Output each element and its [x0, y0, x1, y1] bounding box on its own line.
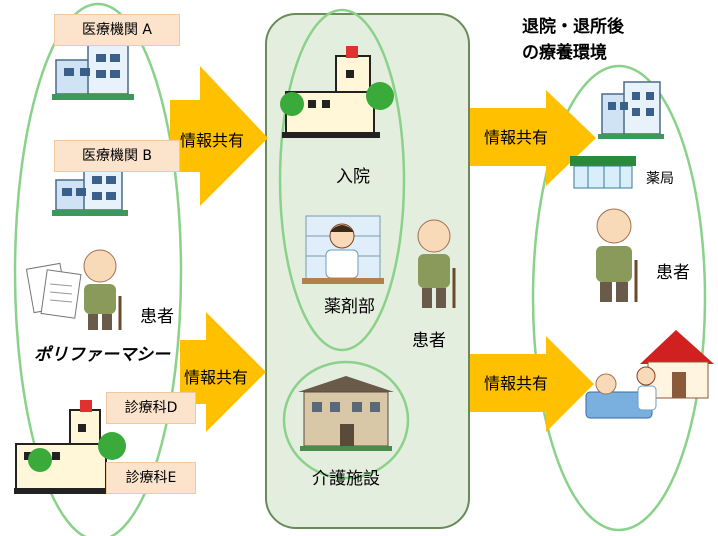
arrow-bottom-left-label: 情報共有 [184, 368, 249, 387]
pharmacy-store-icon [570, 156, 636, 189]
clinic-e-tag: 診療科E [106, 462, 196, 494]
arrow-bottom-right-label: 情報共有 [484, 374, 549, 393]
right-title-line1: 退院・退所後 [522, 17, 624, 37]
arrow-top-right-label: 情報共有 [484, 128, 549, 147]
polypharmacy-label: ポリファーマシー [34, 345, 170, 365]
arrow-bottom-left [180, 312, 266, 432]
hospital-left-icon [14, 400, 126, 494]
building-b-icon [52, 165, 128, 216]
facility-b-tag: 医療機関 B [54, 140, 180, 172]
hospital-center-icon [280, 46, 394, 138]
pharmacy-dept-label: 薬剤部 [324, 297, 375, 317]
admission-label: 入院 [336, 167, 370, 187]
right-title-line2: の療養環境 [522, 43, 607, 63]
center-upper-ellipse [278, 8, 406, 352]
arrow-bottom-right [470, 336, 594, 432]
pharmacy-label: 薬局 [646, 171, 674, 187]
arrow-top-left-label: 情報共有 [180, 131, 245, 150]
arrow-top-right [470, 90, 596, 186]
clinic-d-tag: 診療科D [106, 392, 196, 424]
building-a-icon [52, 43, 134, 100]
facility-a-tag: 医療機関 A [54, 14, 180, 46]
pharmacist-icon [302, 215, 384, 284]
left-patient-icon [83, 249, 122, 330]
left-patient-label: 患者 [140, 307, 174, 327]
home-care-icon [585, 330, 714, 419]
center-patient-icon [417, 219, 456, 308]
center-patient-label: 患者 [412, 331, 446, 351]
left-group-ellipse [13, 2, 183, 536]
right-patient-label: 患者 [656, 263, 690, 283]
right-building-icon [598, 81, 664, 139]
care-facility-label: 介護施設 [312, 469, 380, 489]
arrow-top-left [170, 66, 268, 206]
center-lower-ellipse [282, 360, 410, 480]
right-patient-icon [596, 208, 638, 302]
prescriptions-icon [25, 262, 82, 319]
right-group-ellipse [531, 64, 707, 532]
care-facility-icon [298, 376, 394, 451]
